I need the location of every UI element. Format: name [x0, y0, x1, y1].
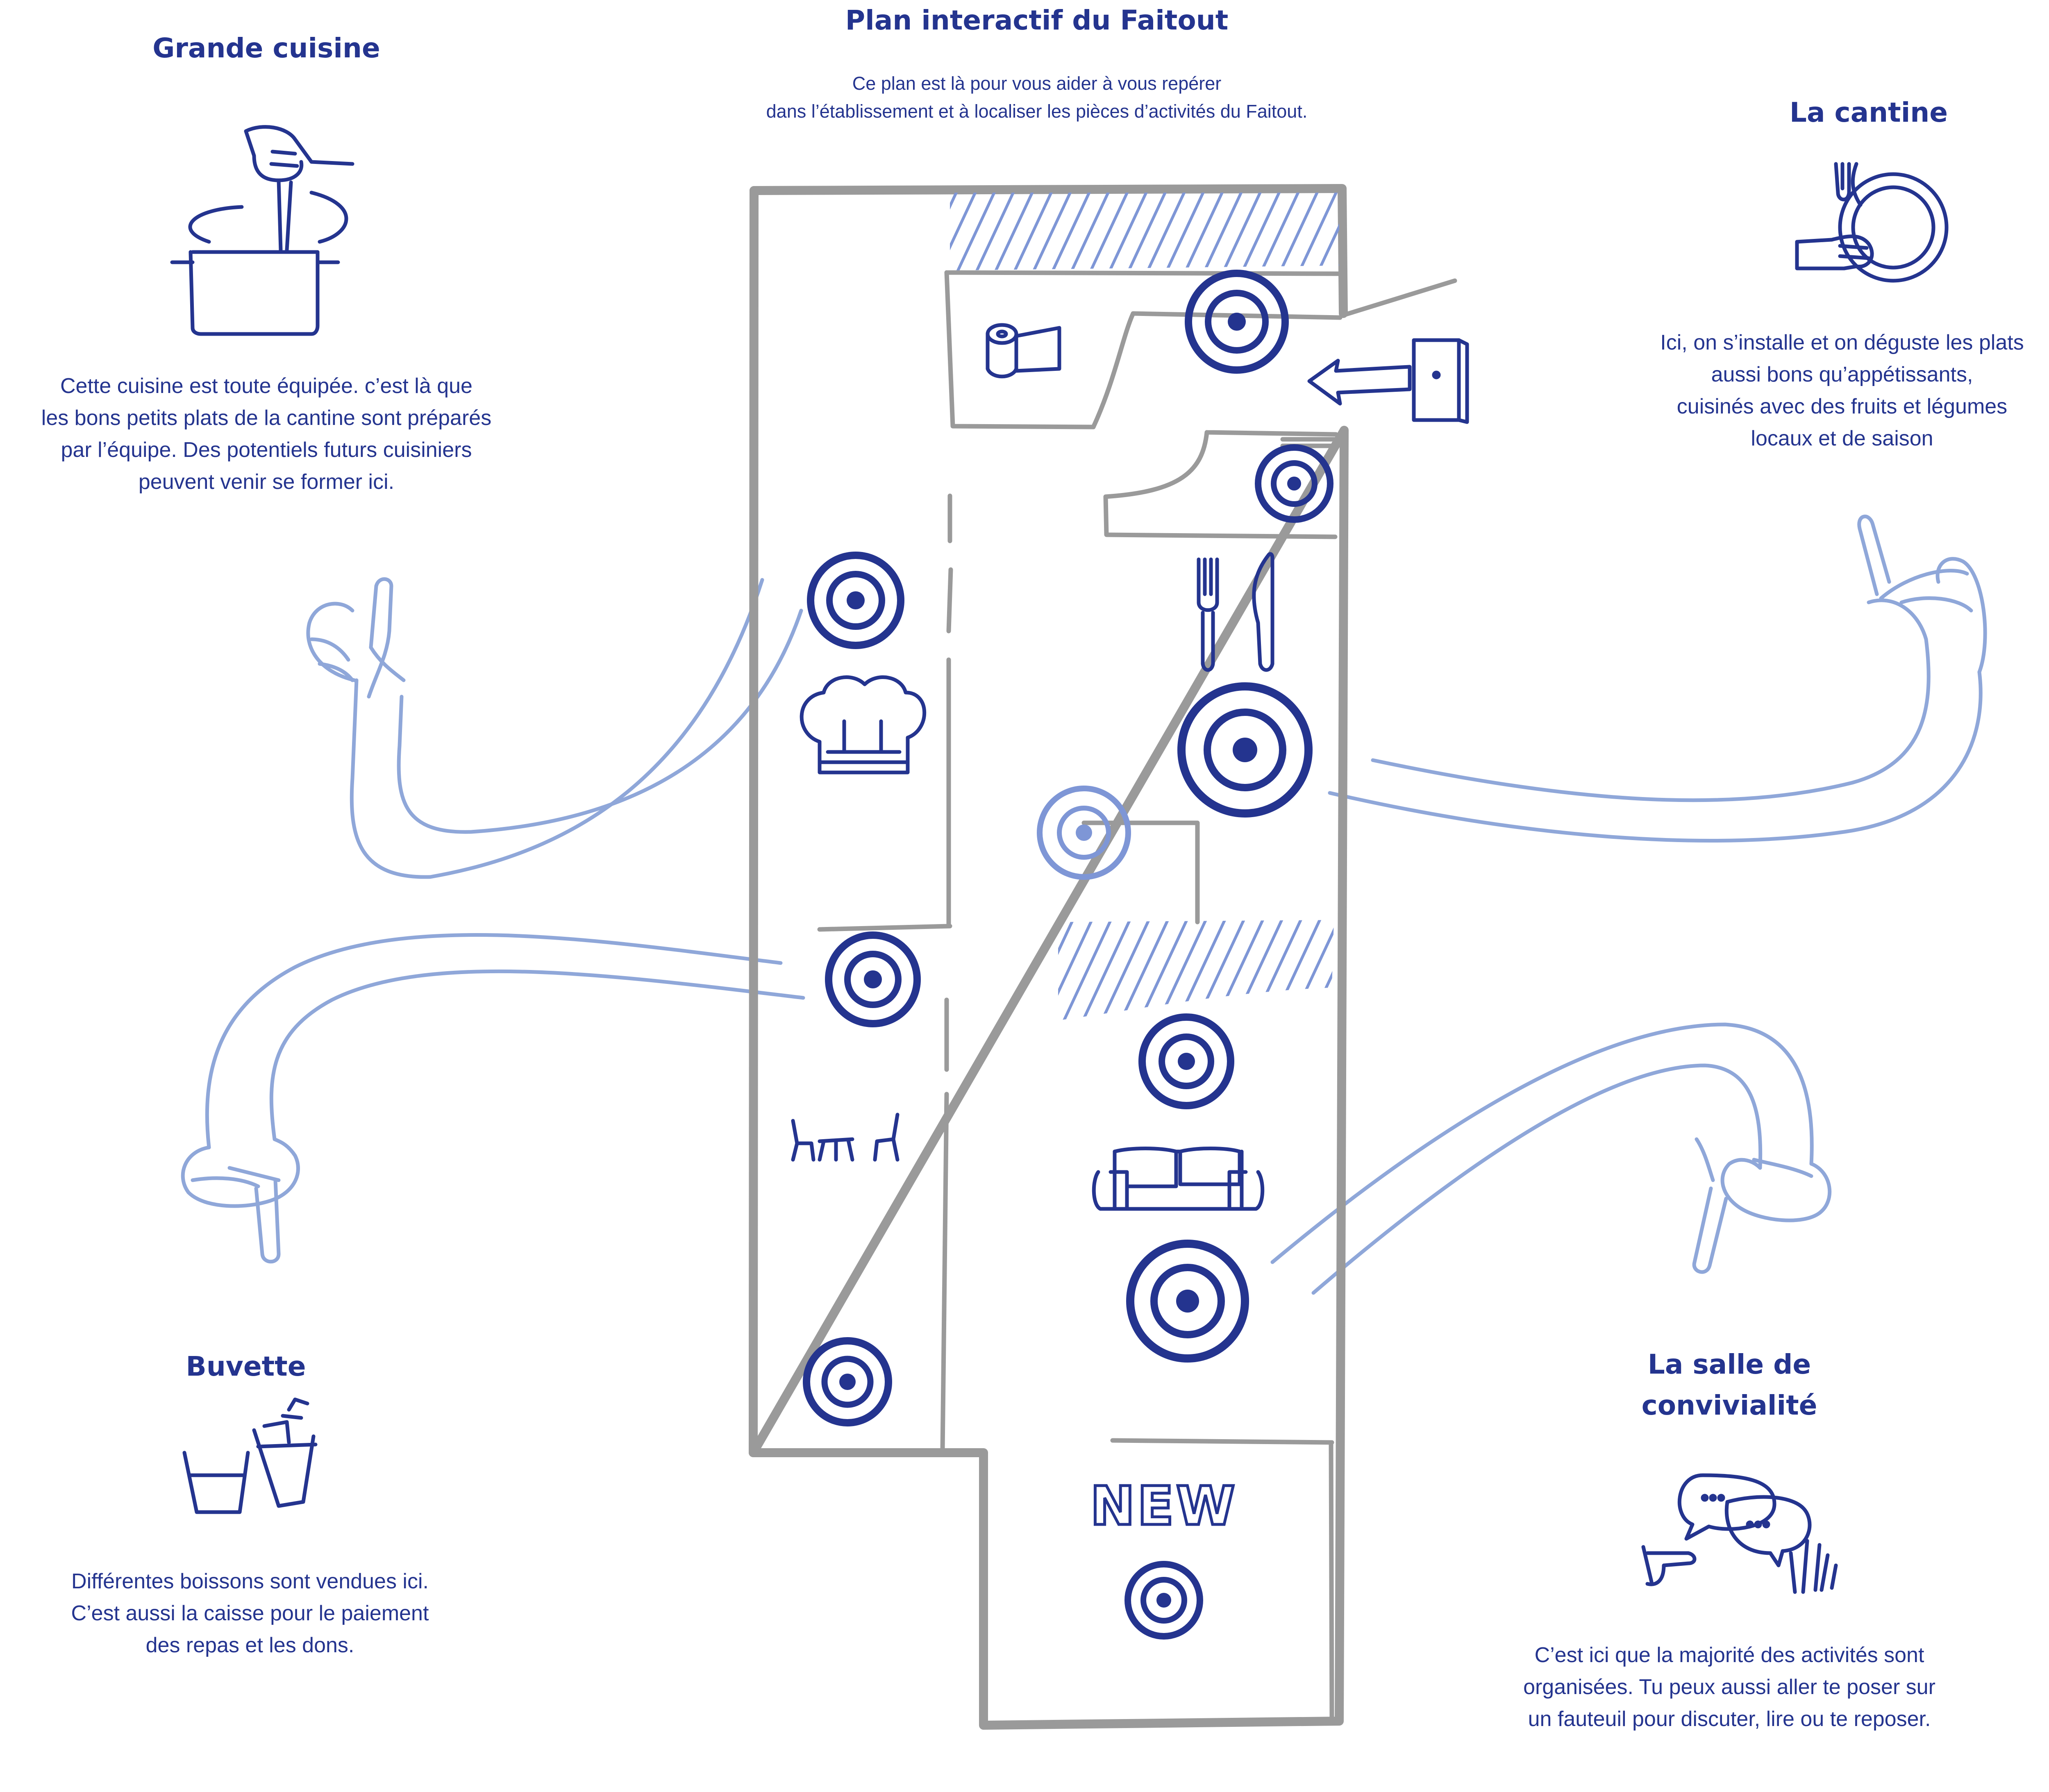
description-line: C’est ici que la majorité des activités …	[1534, 1643, 1924, 1667]
interior-walls	[817, 270, 1457, 1724]
convivialite-description: C’est ici que la majorité des activités …	[1463, 1639, 1996, 1735]
target-marker-icon[interactable]	[1037, 786, 1131, 880]
pointing-hand-icon	[181, 933, 805, 1264]
toilet-paper-icon	[986, 323, 1061, 379]
description-line: locaux et de saison	[1751, 427, 1933, 450]
hatched-structure-middle	[1058, 920, 1334, 1020]
buvette-title: Buvette	[186, 1351, 306, 1382]
target-marker-icon[interactable]	[1138, 1013, 1234, 1109]
description-line: peuvent venir se former ici.	[138, 470, 395, 494]
sofa-icon	[1092, 1147, 1265, 1211]
chef-hat-icon	[800, 675, 927, 774]
target-marker-icon[interactable]	[803, 1337, 892, 1426]
target-marker-icon[interactable]	[1177, 682, 1313, 818]
cantine-description: Ici, on s’installe et on déguste les pla…	[1606, 327, 2049, 454]
description-line: un fauteuil pour discuter, lire ou te re…	[1528, 1707, 1931, 1731]
target-marker-icon[interactable]	[807, 552, 904, 649]
description-line: aussi bons qu’appétissants,	[1711, 363, 1973, 386]
pointing-hand-icon	[1270, 1022, 1832, 1295]
stirring-pot-icon	[170, 125, 354, 336]
description-line: des repas et les dons.	[145, 1633, 354, 1657]
target-marker-icon[interactable]	[825, 931, 921, 1027]
description-line: C’est aussi la caisse pour le paiement	[71, 1601, 429, 1625]
hatched-structure-top	[950, 193, 1339, 270]
pointing-hand-icon	[306, 577, 803, 879]
table-chairs-icon	[791, 1113, 900, 1162]
entrance-door-icon	[1307, 338, 1469, 424]
plan-intro: Ce plan est là pour vous aider à vous re…	[668, 70, 1406, 125]
plan-intro-line: Ce plan est là pour vous aider à vous re…	[852, 73, 1222, 94]
speech-bubbles-icon	[1641, 1473, 1838, 1594]
description-line: par l’équipe. Des potentiels futurs cuis…	[61, 438, 472, 462]
description-line: Cette cuisine est toute équipée. c’est l…	[60, 374, 472, 398]
plate-and-cutlery-icon	[1795, 162, 1949, 283]
pointing-hand-icon	[1328, 514, 1987, 843]
target-marker-icon[interactable]	[1255, 444, 1333, 523]
buvette-description: Différentes boissons sont vendues ici. C…	[0, 1565, 500, 1661]
drinks-icon	[182, 1397, 318, 1514]
target-marker-icon[interactable]	[1185, 270, 1289, 374]
convivialite-title-line: La salle de	[1647, 1349, 1811, 1380]
convivialite-title-line: convivialité	[1641, 1390, 1817, 1421]
target-marker-icon[interactable]	[1126, 1240, 1249, 1363]
cantine-title: La cantine	[1789, 97, 1948, 128]
fork-knife-icon	[1197, 552, 1274, 672]
convivialite-title: La salle de convivialité	[1565, 1344, 1893, 1426]
description-line: les bons petits plats de la cantine sont…	[41, 406, 492, 430]
plan-title: Plan interactif du Faitout	[845, 5, 1229, 36]
description-line: cuisinés avec des fruits et légumes	[1676, 395, 2008, 418]
grande-cuisine-description: Cette cuisine est toute équipée. c’est l…	[0, 370, 533, 498]
plan-intro-line: dans l’établissement et à localiser les …	[766, 101, 1308, 122]
description-line: Différentes boissons sont vendues ici.	[71, 1569, 429, 1593]
building-walls	[749, 184, 1349, 1730]
description-line: Ici, on s’installe et on déguste les pla…	[1660, 331, 2024, 354]
grande-cuisine-title: Grande cuisine	[152, 32, 380, 64]
new-room-label: NEW	[1090, 1475, 1238, 1537]
target-marker-icon[interactable]	[1124, 1561, 1203, 1640]
description-line: organisées. Tu peux aussi aller te poser…	[1523, 1675, 1935, 1699]
